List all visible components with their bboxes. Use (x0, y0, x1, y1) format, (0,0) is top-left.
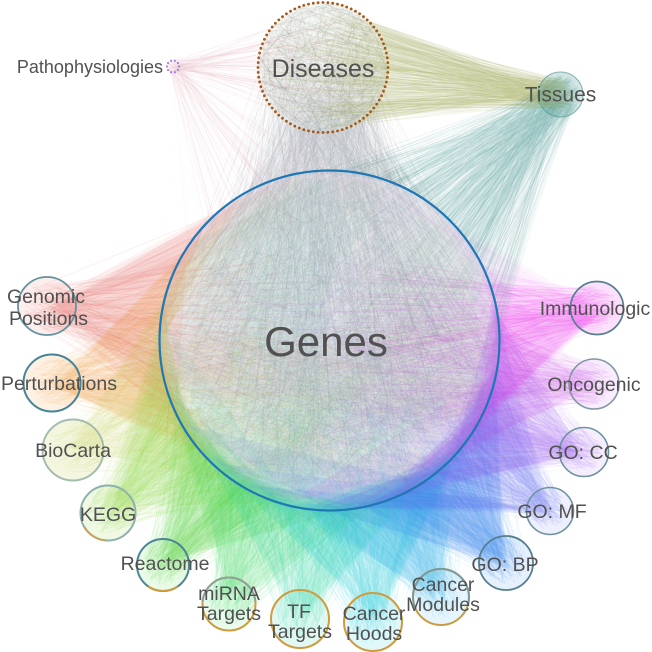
svg-text:Oncogenic: Oncogenic (547, 374, 640, 396)
svg-text:GO: CC: GO: CC (548, 442, 617, 464)
svg-text:Genomic: Genomic (7, 286, 85, 308)
svg-text:Targets: Targets (268, 621, 332, 643)
svg-text:miRNA: miRNA (198, 583, 260, 605)
svg-text:TF: TF (287, 601, 311, 623)
svg-text:Genes: Genes (264, 318, 388, 365)
svg-text:Cancer: Cancer (343, 603, 406, 625)
svg-text:KEGG: KEGG (80, 504, 136, 526)
svg-text:Modules: Modules (406, 594, 480, 616)
svg-text:Diseases: Diseases (272, 55, 375, 83)
svg-text:Perturbations: Perturbations (1, 373, 117, 395)
svg-text:BioCarta: BioCarta (35, 440, 111, 462)
svg-text:Immunologic: Immunologic (540, 298, 651, 320)
svg-text:Cancer: Cancer (412, 574, 475, 596)
svg-text:Pathophysiologies: Pathophysiologies (17, 57, 163, 77)
svg-text:Tissues: Tissues (525, 84, 597, 107)
svg-text:Targets: Targets (197, 603, 261, 625)
svg-text:GO: MF: GO: MF (517, 501, 586, 523)
svg-text:GO: BP: GO: BP (471, 554, 538, 576)
svg-text:Positions: Positions (9, 308, 88, 330)
svg-text:Hoods: Hoods (346, 623, 403, 645)
svg-text:Reactome: Reactome (121, 553, 210, 575)
